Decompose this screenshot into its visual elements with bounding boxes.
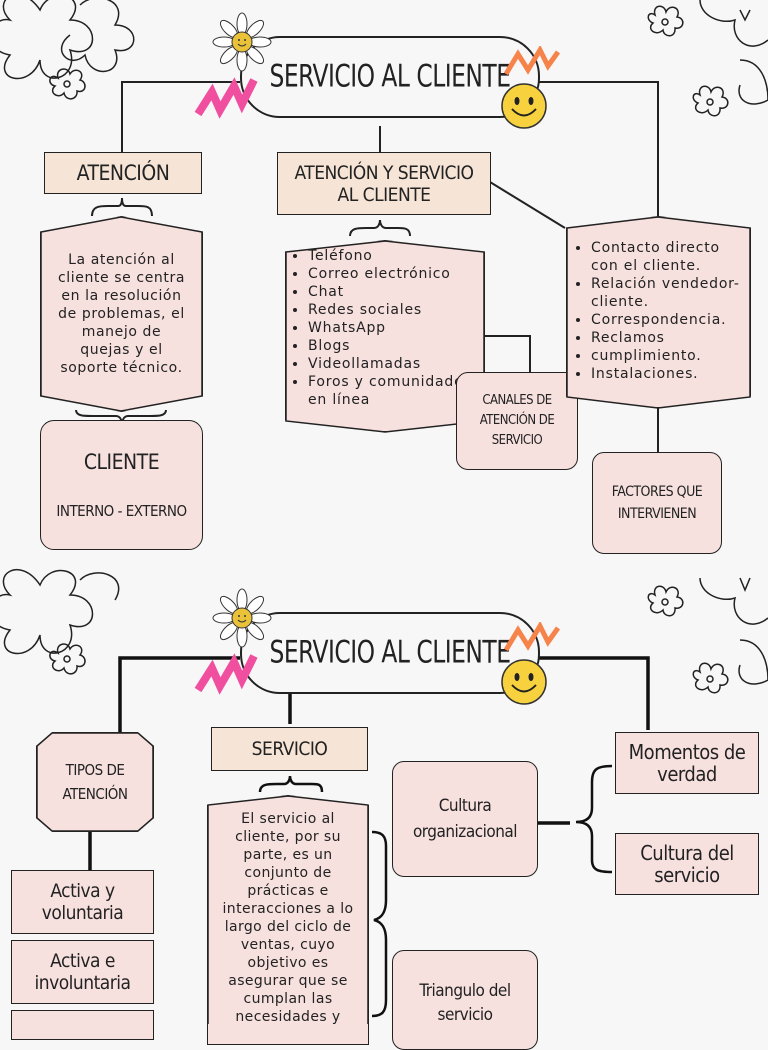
hex-outline (285, 240, 485, 433)
channel-item: WhatsApp (308, 319, 484, 337)
atencion-description: La atención al cliente se centra en la r… (57, 252, 186, 376)
atencion-servicio-heading: ATENCIÓN Y SERVICIO AL CLIENTE (277, 152, 491, 215)
hex-outline (566, 216, 751, 409)
daisy-icon (212, 588, 272, 648)
channels-label: CANALES DE ATENCIÓN DE SERVICIO (479, 393, 555, 448)
factores-label-box: FACTORES QUE INTERVIENEN (592, 452, 722, 554)
servicio-heading-text: SERVICIO (251, 738, 328, 760)
flower-outline-icon (699, 0, 768, 47)
hex-outline (207, 795, 369, 1024)
cultura-servicio-box: Cultura del servicio (615, 833, 759, 895)
title-text: SERVICIO AL CLIENTE (269, 635, 511, 671)
flower-outline-icon (49, 643, 86, 675)
smiley-icon (501, 659, 547, 705)
decorations (0, 0, 768, 694)
channel-item: Foros y comunidades en línea (308, 373, 484, 409)
factor-item: Relación vendedor- cliente. (591, 275, 750, 311)
atencion-servicio-heading-text: ATENCIÓN Y SERVICIO AL CLIENTE (294, 161, 474, 206)
cliente-types: INTERNO - EXTERNO (56, 502, 187, 520)
cliente-label: CLIENTE (83, 450, 160, 474)
flower-outline-icon (647, 585, 684, 617)
smiley-icon (501, 83, 547, 129)
cultura-org-box: Cultura organizacional (392, 761, 538, 877)
cultura-servicio-text: Cultura del servicio (640, 841, 734, 887)
tipos-heading: TIPOS DE ATENCIÓN (62, 761, 128, 803)
channel-item: Videollamadas (308, 355, 484, 373)
channel-item: Correo electrónico (308, 265, 484, 283)
servicio-heading: SERVICIO (211, 727, 368, 771)
servicio-description: El servicio al cliente, por su parte, es… (222, 811, 354, 1025)
tipo-item-3 (11, 1010, 154, 1040)
triangulo-text: Triangulo del servicio (419, 981, 511, 1025)
channel-item: Blogs (308, 337, 484, 355)
channels-list: TeléfonoCorreo electrónicoChatRedes soci… (286, 247, 484, 409)
flower-outline-icon (0, 568, 120, 655)
channel-item: Teléfono (308, 247, 484, 265)
hex-outline (40, 216, 203, 412)
factores-list: Contacto directo con el cliente.Relación… (567, 239, 750, 383)
flower-outline-icon (692, 85, 729, 117)
connector-lines (75, 81, 659, 1018)
zigzag-icon (504, 46, 560, 76)
flower-outline-icon (647, 5, 684, 37)
atencion-heading: ATENCIÓN (44, 152, 202, 194)
tipo-item-1: Activa y voluntaria (11, 870, 154, 934)
daisy-icon (212, 12, 272, 72)
triangulo-box: Triangulo del servicio (392, 950, 538, 1050)
factor-item: Instalaciones. (591, 365, 750, 383)
flower-outline-icon (0, 0, 135, 80)
factor-item: Contacto directo con el cliente. (591, 239, 750, 275)
channel-item: Redes sociales (308, 301, 484, 319)
tipo-item-2: Activa e involuntaria (11, 940, 154, 1004)
channels-label-box: CANALES DE ATENCIÓN DE SERVICIO (456, 372, 578, 470)
factores-label: FACTORES QUE INTERVIENEN (611, 484, 703, 522)
tipo-item-2-text: Activa e involuntaria (34, 950, 132, 994)
zigzag-icon (504, 622, 560, 652)
channel-item: Chat (308, 283, 484, 301)
page-title-bottom: SERVICIO AL CLIENTE (240, 612, 540, 694)
momentos-text: Momentos de verdad (628, 740, 746, 786)
cultura-org-text: Cultura organizacional (412, 796, 518, 842)
flower-outline-icon (692, 662, 729, 694)
factor-item: Correspondencia. (591, 311, 750, 329)
page-title-top: SERVICIO AL CLIENTE (240, 36, 540, 118)
tipo-item-1-text: Activa y voluntaria (41, 880, 124, 924)
factor-item: Reclamos (591, 329, 750, 347)
factor-item: cumplimiento. (591, 347, 750, 365)
octagon-outline (36, 732, 154, 832)
title-text: SERVICIO AL CLIENTE (269, 59, 511, 95)
zigzag-icon (194, 653, 258, 695)
servicio-description-box: El servicio al cliente, por su parte, es… (207, 795, 369, 1045)
momentos-box: Momentos de verdad (615, 732, 759, 794)
flower-outline-icon (49, 68, 86, 100)
zigzag-icon (194, 77, 258, 119)
cliente-box: CLIENTE INTERNO - EXTERNO (40, 420, 203, 550)
atencion-heading-text: ATENCIÓN (76, 161, 170, 185)
atencion-description-box: La atención al cliente se centra en la r… (40, 216, 203, 412)
